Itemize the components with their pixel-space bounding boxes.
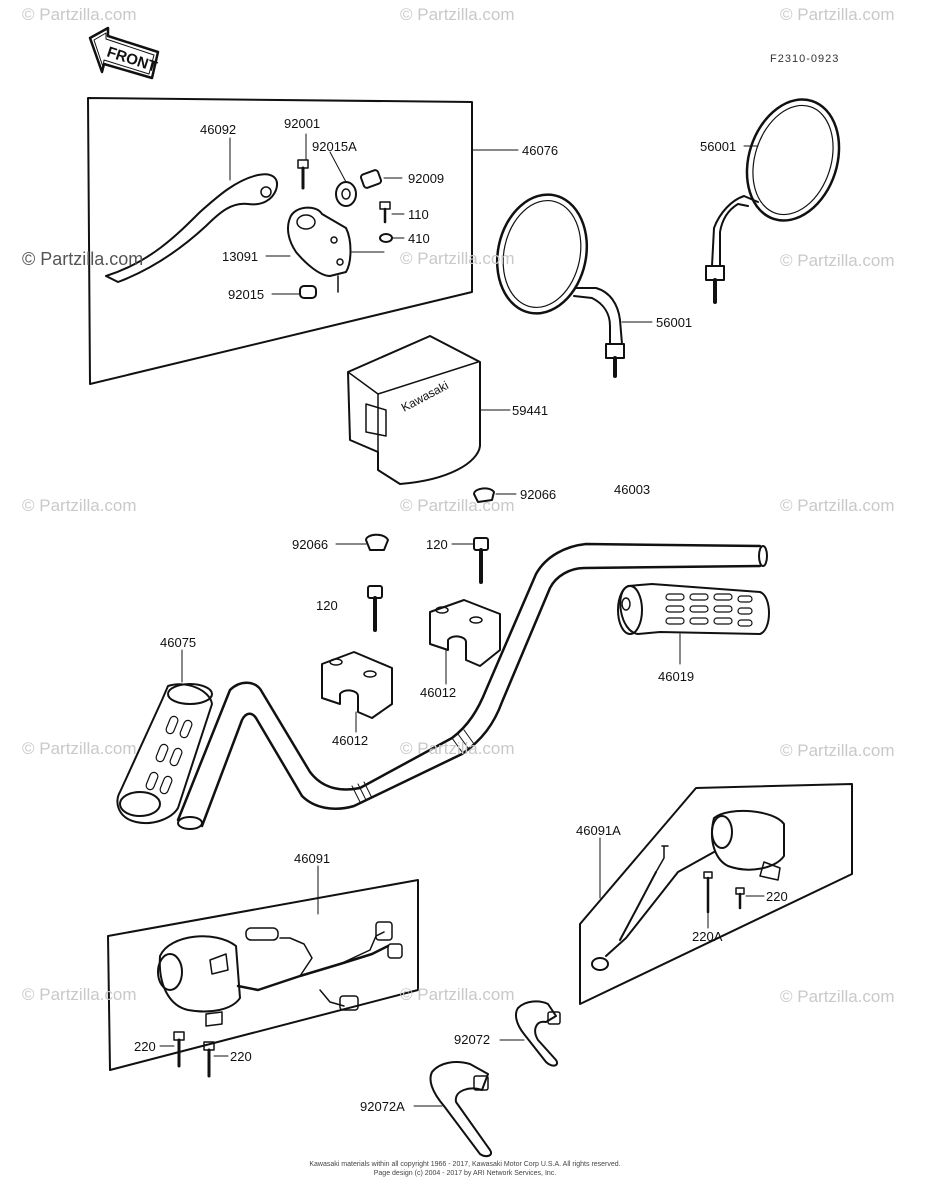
part-label-46092[interactable]: 46092 — [200, 122, 237, 137]
front-arrow-icon — [88, 26, 160, 80]
watermark: © Partzilla.com — [22, 985, 137, 1004]
part-label-220-left-b[interactable]: 220 — [230, 1049, 252, 1064]
leader-lines-top — [229, 133, 519, 295]
part-label-110[interactable]: 110 — [408, 207, 429, 222]
cap-92066-top — [473, 487, 517, 503]
grip-46019-right — [617, 583, 770, 665]
clamp-92015 — [299, 285, 317, 299]
lever-holder-13091 — [287, 206, 352, 293]
holder-46012-right — [429, 599, 501, 685]
part-label-46019[interactable]: 46019 — [658, 669, 695, 684]
part-label-120-top[interactable]: 120 — [426, 537, 448, 552]
part-label-46091[interactable]: 46091 — [294, 851, 331, 866]
watermark: © Partzilla.com — [400, 739, 515, 758]
part-label-56001-left[interactable]: 56001 — [656, 315, 693, 330]
watermark: © Partzilla.com — [400, 249, 515, 268]
holder-46012-left — [321, 651, 393, 733]
watermark: © Partzilla.com — [780, 987, 895, 1006]
band-92072a — [413, 1061, 492, 1158]
part-label-410[interactable]: 410 — [408, 231, 430, 246]
watermark: © Partzilla.com — [22, 739, 137, 758]
mirror-left-part — [495, 193, 653, 378]
part-label-46076[interactable]: 46076 — [522, 143, 559, 158]
bolt-120-left — [367, 585, 383, 632]
part-label-56001-right[interactable]: 56001 — [700, 139, 737, 154]
cover-59441 — [347, 335, 511, 485]
part-label-220-right[interactable]: 220 — [766, 889, 788, 904]
screw-220a — [703, 871, 713, 929]
part-label-220-left-a[interactable]: 220 — [134, 1039, 156, 1054]
part-label-92066-top[interactable]: 92066 — [520, 487, 557, 502]
copyright-footer: Kawasaki materials within all copyright … — [215, 1160, 715, 1178]
adjuster-92015a — [335, 181, 357, 207]
part-label-92072a[interactable]: 92072A — [360, 1099, 405, 1114]
watermark: © Partzilla.com — [22, 496, 137, 515]
watermark: © Partzilla.com — [22, 5, 137, 24]
copyright-line-1: Kawasaki materials within all copyright … — [309, 1161, 621, 1168]
watermark: © Partzilla.com — [780, 5, 895, 24]
switch-housing-46091a — [591, 809, 785, 971]
switch-box-left — [107, 879, 419, 1071]
watermark: © Partzilla.com — [400, 985, 515, 1004]
part-label-92072[interactable]: 92072 — [454, 1032, 491, 1047]
watermark: © Partzilla.com — [22, 249, 144, 269]
part-label-46012-right[interactable]: 46012 — [420, 685, 457, 700]
handlebar-46003 — [176, 542, 768, 830]
lever-assembly-box — [87, 97, 473, 385]
mirror-right-part — [705, 98, 841, 304]
bolt-92001 — [297, 159, 309, 190]
part-label-120-left[interactable]: 120 — [316, 598, 338, 613]
part-label-13091[interactable]: 13091 — [222, 249, 259, 264]
watermark: © Partzilla.com — [780, 741, 895, 760]
cap-92066-left — [335, 533, 389, 551]
watermark: © Partzilla.com — [400, 496, 515, 515]
watermark: © Partzilla.com — [400, 5, 515, 24]
part-label-92001[interactable]: 92001 — [284, 116, 321, 131]
part-label-46012-left[interactable]: 46012 — [332, 733, 369, 748]
washer-410 — [379, 233, 393, 243]
clutch-lever-part — [105, 173, 278, 283]
watermark: © Partzilla.com — [780, 496, 895, 515]
part-label-92015[interactable]: 92015 — [228, 287, 265, 302]
band-92072 — [499, 1000, 561, 1067]
reference-code: F2310-0923 — [770, 53, 840, 65]
part-label-46091a[interactable]: 46091A — [576, 823, 621, 838]
bolt-120-top — [451, 537, 489, 584]
cover-brand-text: Kawasaki — [399, 378, 451, 414]
screw-220-left-a — [159, 1031, 185, 1068]
screw-220-right — [735, 887, 765, 910]
switch-housing-46091 — [157, 921, 403, 1027]
screw-110 — [379, 201, 391, 224]
copyright-line-2: Page design (c) 2004 - 2017 by ARI Netwo… — [373, 1170, 557, 1177]
watermark: © Partzilla.com — [780, 251, 895, 270]
screw-220-left-b — [203, 1041, 229, 1078]
part-label-46075[interactable]: 46075 — [160, 635, 197, 650]
part-label-92066-left[interactable]: 92066 — [292, 537, 329, 552]
part-label-46003[interactable]: 46003 — [614, 482, 651, 497]
part-label-92015a[interactable]: 92015A — [312, 139, 357, 154]
part-label-59441[interactable]: 59441 — [512, 403, 549, 418]
nut-92009 — [359, 169, 383, 189]
part-label-92009[interactable]: 92009 — [408, 171, 445, 186]
switch-box-right — [579, 783, 853, 1005]
grip-46075-left — [116, 649, 213, 824]
part-label-220a[interactable]: 220A — [692, 929, 723, 944]
